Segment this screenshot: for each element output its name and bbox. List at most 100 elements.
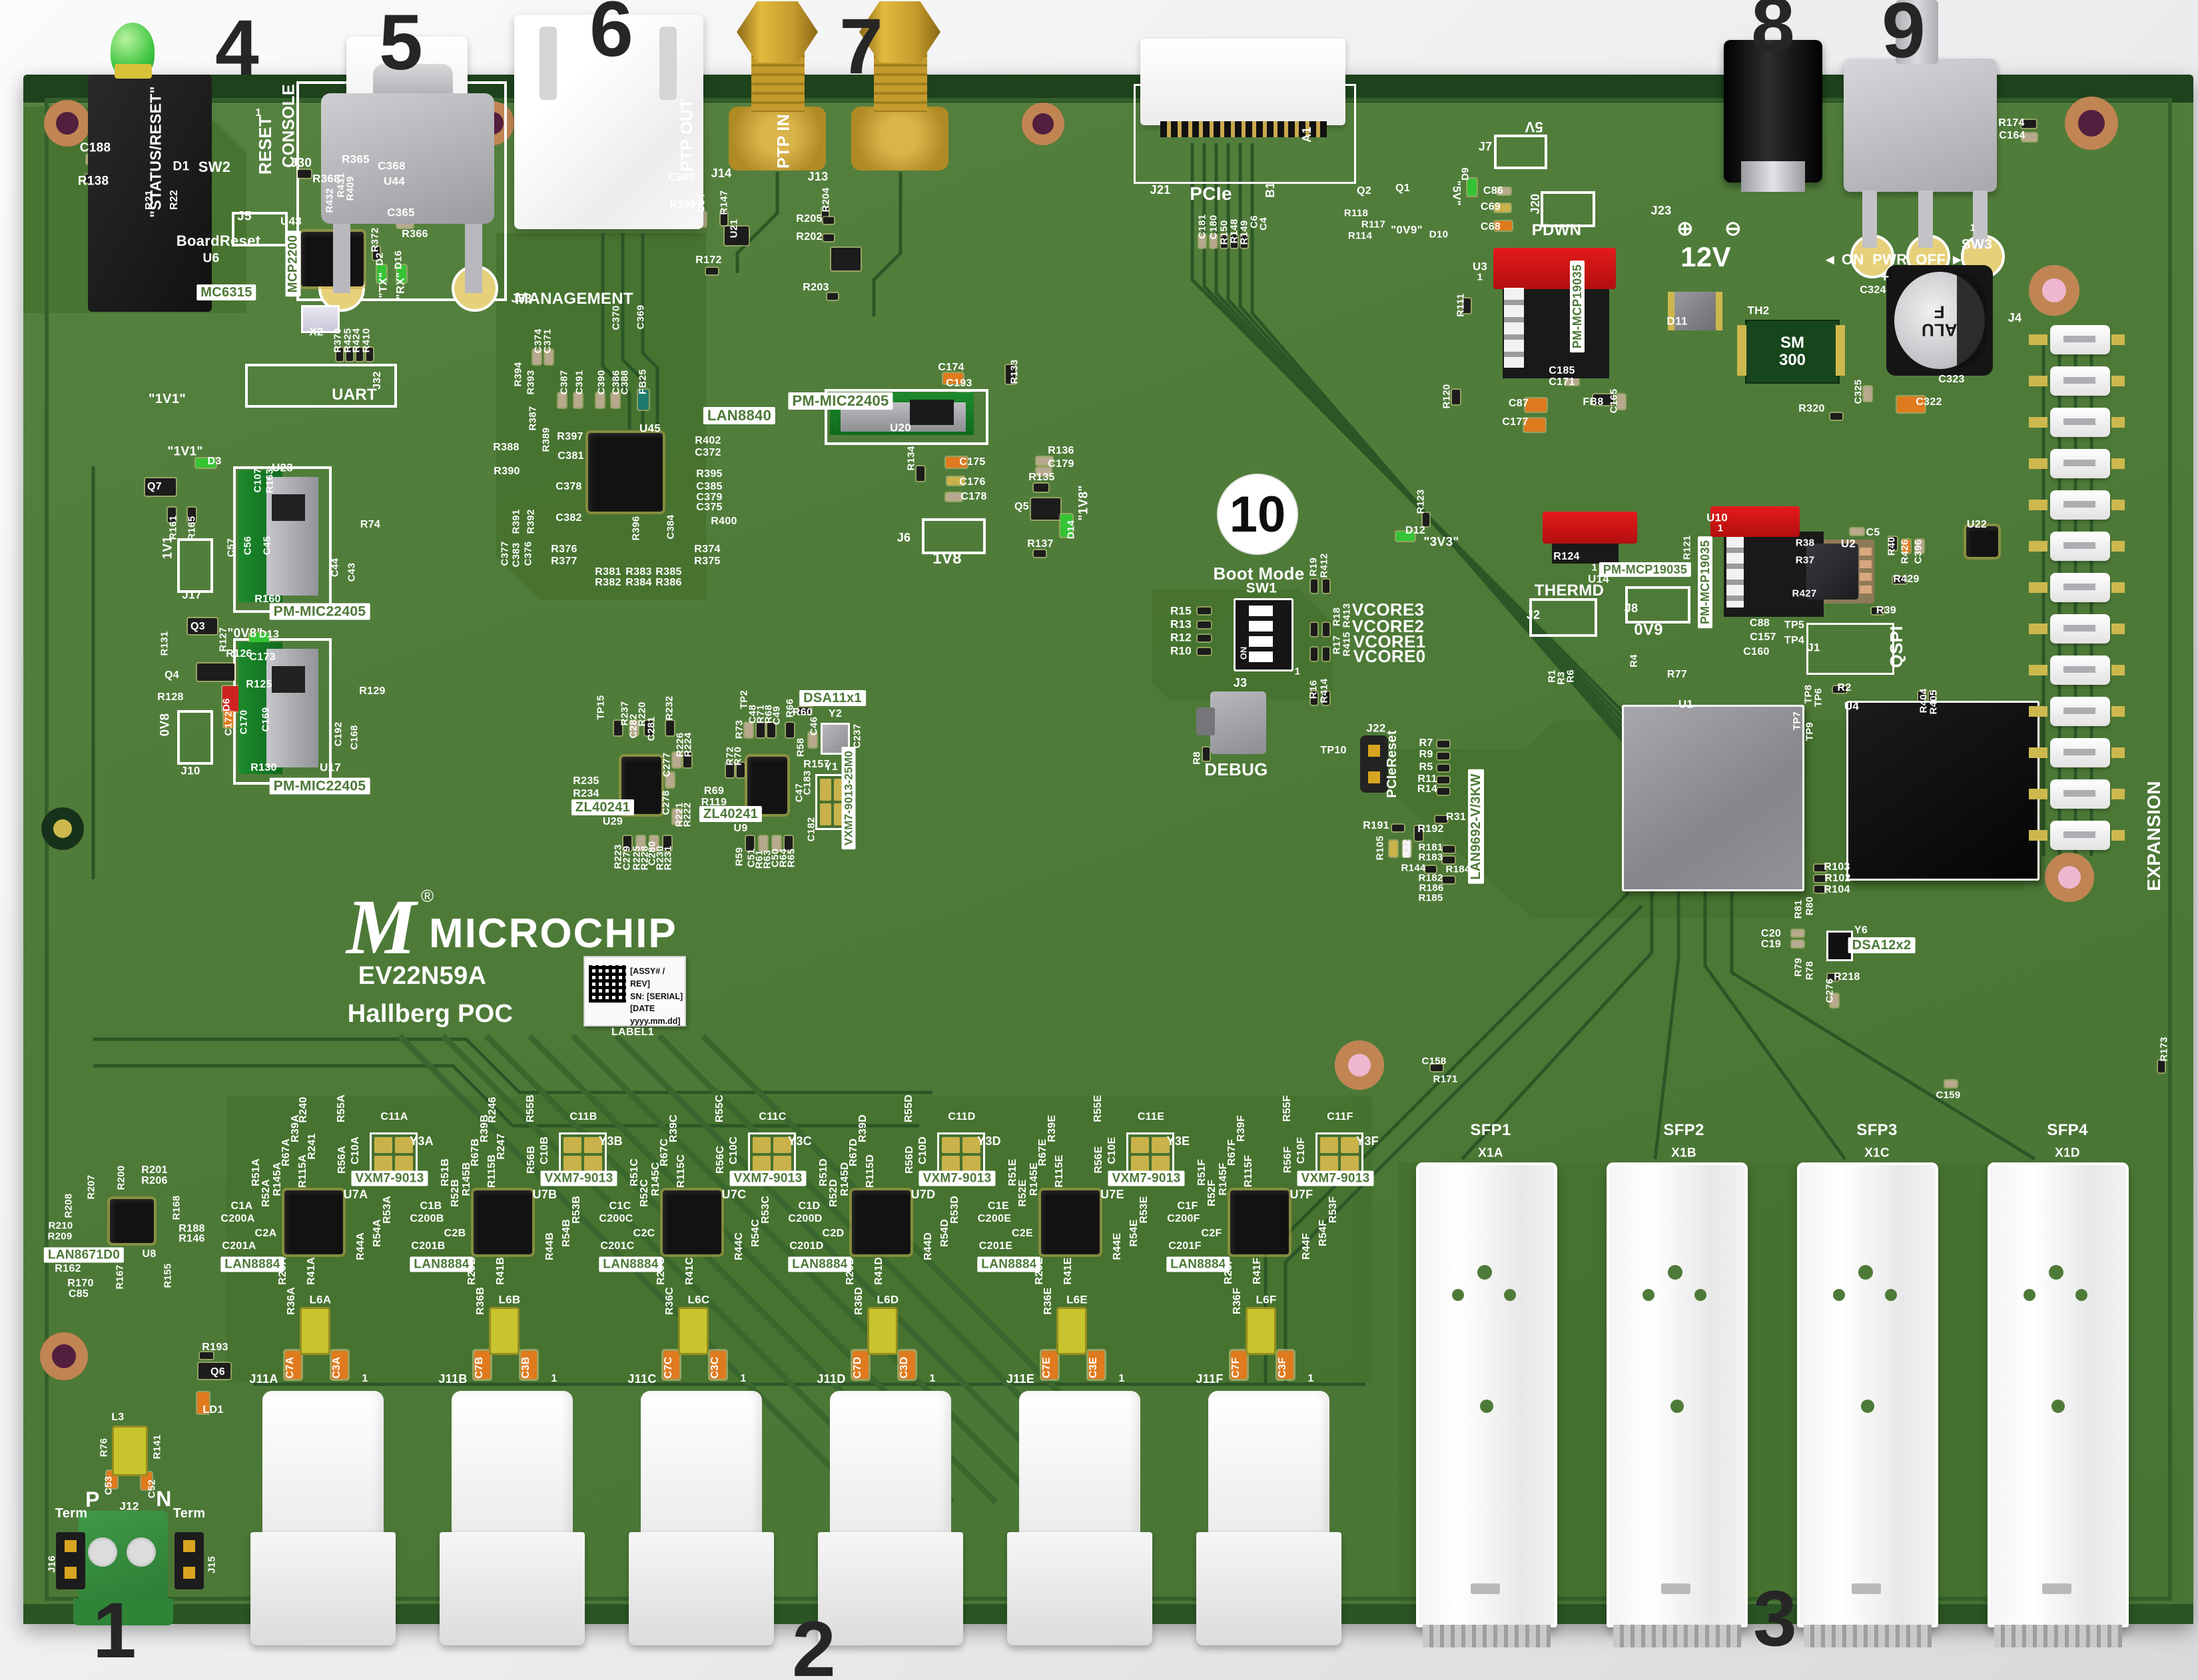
expansion-pin	[2063, 625, 2095, 631]
silkscreen-label: U45	[639, 422, 661, 435]
silkscreen-label: 0V8	[158, 713, 173, 737]
silkscreen-label: C380	[668, 172, 695, 183]
silkscreen-label: R52E	[1017, 1179, 1028, 1207]
silkscreen-label: D11	[1666, 314, 1688, 328]
smd-component	[1830, 994, 1838, 1007]
sfp-cage-hole	[1643, 1289, 1654, 1301]
silkscreen-label: U23	[271, 461, 294, 474]
silkscreen-label: C4	[1258, 217, 1270, 230]
silkscreen-label: C385	[696, 481, 723, 492]
callout-2: 2	[792, 1605, 836, 1680]
capacitor-C3F	[1278, 1351, 1293, 1379]
silkscreen-label: C7F	[1230, 1357, 1242, 1378]
smd-component	[2158, 1060, 2165, 1072]
silkscreen-label: R399	[669, 199, 696, 210]
expansion-pin	[2063, 377, 2095, 384]
expansion-pin-row	[2029, 530, 2126, 564]
silkscreen-label: C378	[555, 481, 582, 492]
silkscreen-label: C1A	[230, 1200, 253, 1212]
silkscreen-label: J5	[237, 209, 252, 224]
expansion-pin-row	[2029, 489, 2126, 522]
silkscreen-label: R124	[1553, 551, 1580, 562]
silkscreen-label: PM-MCP19035	[1599, 562, 1692, 577]
sfp-emi-fingers	[1613, 1625, 1741, 1647]
power-switch-leg	[1862, 191, 1877, 248]
smd-component	[1034, 484, 1048, 492]
rj45-port-J11D	[818, 1391, 963, 1645]
silkscreen-label: PM-MIC22405	[269, 777, 370, 795]
silkscreen-label: C3E	[1088, 1356, 1099, 1379]
silkscreen-label: LAN8884	[599, 1256, 663, 1272]
silkscreen-label: R52A	[260, 1178, 272, 1208]
silkscreen-label: R155	[162, 1263, 174, 1288]
silkscreen-label: R368	[312, 172, 340, 185]
silkscreen-label: R397	[557, 431, 583, 442]
silkscreen-label: J7	[1478, 140, 1493, 153]
silkscreen-label: C1F	[1177, 1200, 1198, 1212]
smd-component	[645, 721, 653, 735]
silkscreen-label: R56F	[1282, 1146, 1293, 1174]
expansion-pad	[2029, 665, 2047, 675]
silkscreen-label: LAN8884	[410, 1256, 474, 1272]
silkscreen-label: R115C	[675, 1154, 687, 1188]
smd-component	[1403, 841, 1411, 857]
silkscreen-label: C2D	[822, 1228, 845, 1239]
silkscreen-label: VXM7-9013-25M0	[841, 746, 856, 850]
silkscreen-label: C172	[222, 711, 234, 736]
smd-component	[1792, 930, 1804, 937]
smd-component	[1828, 974, 1838, 981]
silkscreen-label: X1D	[2055, 1146, 2080, 1160]
silkscreen-label: R186	[1419, 882, 1444, 894]
silkscreen-label: R4	[1628, 654, 1640, 667]
silkscreen-label: R201	[141, 1164, 168, 1176]
silkscreen-label: R206	[141, 1175, 168, 1186]
capacitor-C7E	[1042, 1351, 1058, 1379]
silkscreen-label: R76	[98, 1438, 110, 1458]
silkscreen-label: TP9	[1804, 721, 1816, 741]
smd-component	[1872, 608, 1884, 614]
rj45-housing	[641, 1391, 762, 1534]
silkscreen-label: R247	[496, 1133, 507, 1160]
smd-component	[1323, 623, 1329, 636]
silkscreen-label: R16	[1307, 679, 1319, 699]
silkscreen-label: R56B	[526, 1145, 537, 1174]
smd-component	[1199, 234, 1206, 248]
silkscreen-label: R382	[595, 577, 621, 588]
expansion-pad	[2111, 706, 2125, 717]
sfp-cage-hole	[2051, 1400, 2065, 1413]
silkscreen-label: "STATUS/RESET"	[147, 86, 165, 218]
silkscreen-label: FB8	[1583, 396, 1604, 408]
silkscreen-label: R241	[306, 1133, 318, 1160]
silkscreen-label: R427	[1792, 588, 1817, 600]
silkscreen-label: R414	[1318, 678, 1330, 703]
silkscreen-label: R424	[350, 328, 362, 353]
silkscreen-label: C19	[1760, 939, 1782, 950]
silkscreen-label: TP15	[595, 695, 607, 720]
silkscreen-label: R374	[694, 544, 721, 555]
smd-component	[623, 836, 631, 851]
silkscreen-label: R55D	[903, 1094, 915, 1123]
silkscreen-label: R11	[1417, 773, 1437, 785]
silkscreen-label: C391	[573, 370, 585, 395]
silkscreen-label: C20	[1760, 928, 1782, 939]
silkscreen-label: C1B	[420, 1200, 442, 1212]
silkscreen-label: R205	[796, 213, 823, 224]
silkscreen-label: R39C	[668, 1114, 679, 1143]
silkscreen-label: C323	[1938, 374, 1965, 385]
smd-component	[1311, 647, 1317, 661]
callout-10: 10	[1218, 475, 1297, 554]
microchip-wordmark: MICROCHIP	[429, 911, 677, 957]
silkscreen-label: R185	[1418, 892, 1443, 904]
silkscreen-label: R125	[246, 679, 272, 690]
silkscreen-label: R385	[655, 566, 682, 578]
silkscreen-label: C182	[805, 817, 817, 842]
smd-component	[366, 348, 373, 361]
smd-component	[1203, 747, 1210, 761]
mounting-hole	[2045, 853, 2094, 902]
silkscreen-label: LAN8884	[788, 1256, 852, 1272]
crystal-x2	[301, 305, 340, 333]
silkscreen-label: R7	[1419, 737, 1433, 749]
silkscreen-label: R55A	[336, 1094, 347, 1123]
